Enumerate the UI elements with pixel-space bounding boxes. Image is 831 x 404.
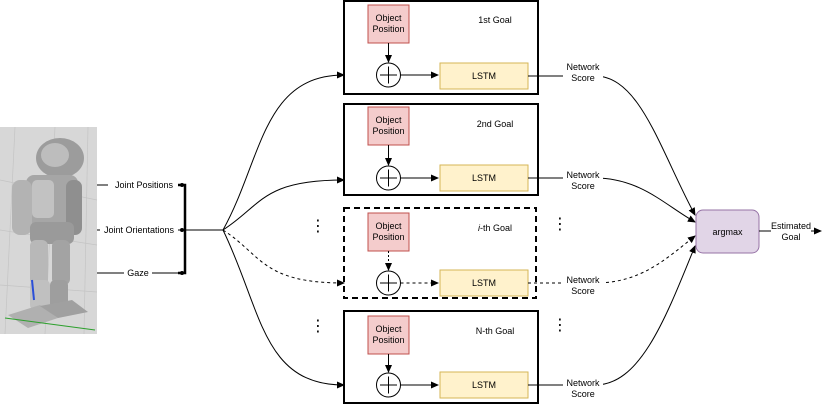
lstm-box	[439, 62, 529, 90]
estimated-goal-label: Estimated	[771, 221, 811, 231]
argmax-label: argmax	[712, 227, 743, 237]
svg-text:Network: Network	[566, 62, 600, 72]
object-position-box	[367, 212, 410, 252]
object-position-label: Position	[372, 335, 404, 345]
branch-line-i	[222, 229, 345, 287]
joint-positions-label: Joint Positions	[115, 180, 174, 190]
object-position-label: Object	[375, 221, 402, 231]
svg-text:Network: Network	[566, 378, 600, 388]
ellipsis-left-upper: ⋮	[310, 218, 326, 235]
goal-block: 2nd Goal Object Position LSTM	[343, 103, 539, 196]
object-position-label: Object	[375, 13, 402, 23]
goal-title: 1st Goal	[478, 15, 512, 25]
goal-frame	[343, 310, 539, 404]
ellipsis-right-lower: ⋮	[552, 317, 568, 334]
lstm-box	[439, 371, 529, 399]
object-position-box	[367, 106, 410, 146]
lstm-label: LSTM	[472, 278, 496, 288]
input-bracket	[178, 183, 187, 275]
goal-frame	[343, 103, 539, 196]
goal-title: i-th Goal	[478, 223, 512, 233]
branch-line-n	[222, 229, 345, 389]
ellipsis-left-lower: ⋮	[310, 318, 326, 335]
score-line-n	[528, 245, 696, 386]
object-position-label: Position	[372, 24, 404, 34]
object-position-label: Object	[375, 324, 402, 334]
goal-title: 2nd Goal	[477, 119, 514, 129]
score-label: Network Score	[563, 60, 603, 84]
score-line-i	[528, 235, 696, 284]
goal-block: N-th Goal Object Position LSTM	[343, 310, 539, 404]
goal-block: 1st Goal Object Position LSTM	[343, 0, 539, 95]
estimated-goal-label: Goal	[781, 232, 800, 242]
goal-title: N-th Goal	[476, 326, 515, 336]
branch-line-2	[222, 176, 345, 231]
lstm-box	[439, 269, 529, 297]
joint-orientations-label: Joint Orientations	[104, 225, 175, 235]
gaze-label: Gaze	[127, 268, 149, 278]
goal-frame	[343, 0, 539, 95]
svg-text:Score: Score	[571, 73, 595, 83]
score-label: Network Score	[563, 273, 603, 297]
lstm-label: LSTM	[472, 380, 496, 390]
object-position-box	[367, 315, 410, 355]
branch-line-1	[222, 71, 345, 231]
svg-text:Score: Score	[571, 286, 595, 296]
score-label: Network Score	[563, 376, 603, 400]
ellipsis-right-upper: ⋮	[552, 216, 568, 233]
score-line-1	[528, 75, 696, 216]
lstm-label: LSTM	[472, 71, 496, 81]
score-label: Network Score	[563, 168, 603, 192]
svg-text:Network: Network	[566, 170, 600, 180]
object-position-box	[367, 4, 410, 44]
object-position-label: Position	[372, 232, 404, 242]
svg-text:Network: Network	[566, 275, 600, 285]
object-position-label: Object	[375, 115, 402, 125]
goal-frame	[343, 207, 537, 299]
svg-text:Score: Score	[571, 389, 595, 399]
svg-text:Score: Score	[571, 181, 595, 191]
lstm-label: LSTM	[472, 173, 496, 183]
goal-block: i-th Goal Object Position LSTM	[343, 207, 537, 299]
object-position-label: Position	[372, 126, 404, 136]
robot-image	[0, 126, 98, 335]
